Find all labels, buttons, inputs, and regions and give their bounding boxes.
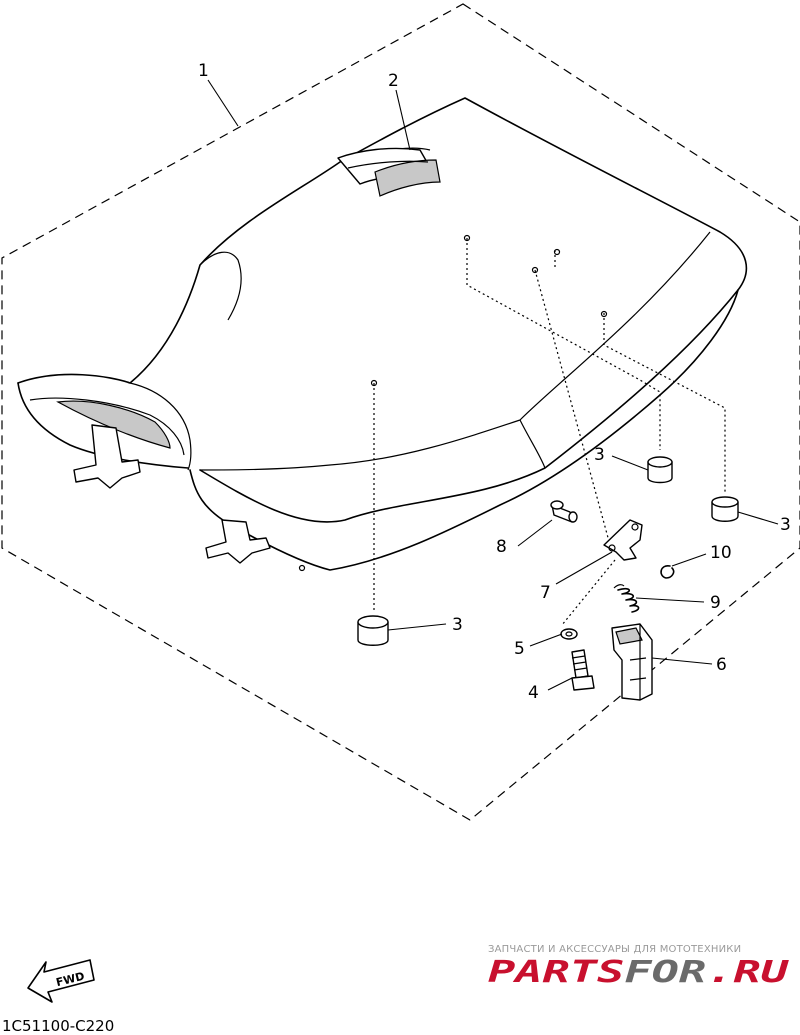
damper-3a[interactable] <box>647 456 673 484</box>
clip-part-10[interactable] <box>660 565 675 579</box>
label-8: 8 <box>496 537 507 557</box>
assembly-boundary <box>1 3 800 821</box>
label-3a: 3 <box>594 445 605 465</box>
label-10: 10 <box>710 543 732 563</box>
watermark-brand-mid: FOR <box>624 955 706 990</box>
label-4: 4 <box>528 683 539 703</box>
watermark: ЗАПЧАСТИ И АКСЕССУАРЫ ДЛЯ МОТОТЕХНИКИ PA… <box>488 944 789 990</box>
callouts: 1 2 3 3 3 4 5 6 7 8 9 10 <box>198 61 791 703</box>
fwd-arrow-icon: FWD <box>27 959 95 1003</box>
mount-guide-lines <box>370 234 726 626</box>
label-5: 5 <box>514 639 525 659</box>
diagram-code: 1C51100-C220 <box>2 1017 114 1035</box>
spring-part-9[interactable] <box>613 584 640 613</box>
damper-3c[interactable] <box>357 615 389 646</box>
watermark-brand-right: .RU <box>706 955 789 990</box>
bolt-part-4[interactable] <box>571 649 595 691</box>
label-3c: 3 <box>452 615 463 635</box>
label-9: 9 <box>710 593 721 613</box>
collar-part-8[interactable] <box>550 500 578 523</box>
label-1: 1 <box>198 61 209 81</box>
label-3b: 3 <box>780 515 791 535</box>
seat-catch-part-6[interactable] <box>611 623 653 701</box>
label-2: 2 <box>388 71 399 91</box>
watermark-brand-left: PARTS <box>488 955 624 990</box>
damper-3b[interactable] <box>711 496 739 522</box>
leader-lines <box>207 79 779 691</box>
label-6: 6 <box>716 655 727 675</box>
seat-band-part-2[interactable] <box>337 147 441 197</box>
washer-part-5[interactable] <box>560 628 578 640</box>
label-7: 7 <box>540 583 551 603</box>
watermark-tagline: ЗАПЧАСТИ И АКСЕССУАРЫ ДЛЯ МОТОТЕХНИКИ <box>488 944 741 955</box>
lock-lever-part-7[interactable] <box>603 519 643 561</box>
